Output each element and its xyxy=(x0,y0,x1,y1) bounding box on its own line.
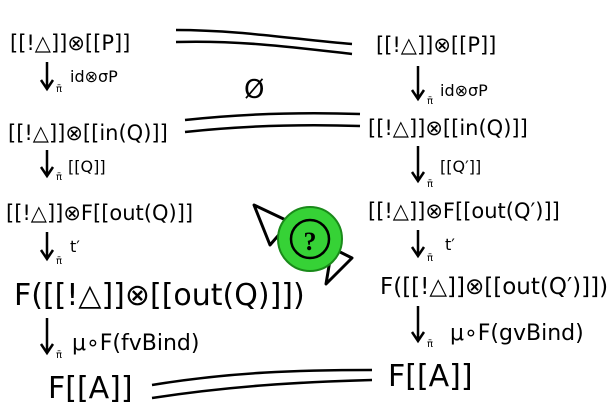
left-node-1: [[!△]]⊗[[P]] xyxy=(10,31,130,55)
right-arrow-1: π̄ id⊗σP xyxy=(412,66,488,107)
left-node-3: [[!△]]⊗F[[out(Q)]] xyxy=(6,201,193,225)
left-arrow-1-subscript: π̄ xyxy=(56,84,62,95)
left-arrow-3-subscript: π̄ xyxy=(56,256,62,267)
right-node-5: F[[A]] xyxy=(388,359,473,394)
left-arrow-3-label: t′ xyxy=(70,237,80,256)
right-arrow-2-subscript: π̄ xyxy=(427,179,433,190)
left-arrow-4-subscript: π̄ xyxy=(56,350,62,361)
right-arrow-2: π̄ [[Q′]] xyxy=(412,146,481,190)
right-arrow-1-label: id⊗σP xyxy=(440,81,488,100)
right-node-4: F([[!△]]⊗[[out(Q′)]]) xyxy=(380,274,608,300)
left-arrow-2: π̄ [[Q]] xyxy=(41,150,106,183)
right-arrow-4: π̄ μ∘F(gvBind) xyxy=(412,306,584,350)
left-node-2: [[!△]]⊗[[in(Q)]] xyxy=(8,121,168,145)
right-arrow-3-subscript: π̄ xyxy=(427,253,433,264)
right-arrow-3: π̄ t′ xyxy=(412,230,455,264)
candy-question-mark: ? xyxy=(304,227,317,256)
left-arrow-3: π̄ t′ xyxy=(41,232,80,267)
left-arrow-4-label: μ∘F(fvBind) xyxy=(72,331,199,356)
right-node-2: [[!△]]⊗[[in(Q)]] xyxy=(368,116,528,140)
left-arrow-1: π̄ id⊗σP xyxy=(41,62,118,95)
right-arrow-1-subscript: π̄ xyxy=(427,96,433,107)
equality-bottom xyxy=(152,370,372,398)
right-arrow-4-label: μ∘F(gvBind) xyxy=(450,321,584,346)
right-node-3: [[!△]]⊗F[[out(Q′)]] xyxy=(368,199,560,223)
question-candy: ? xyxy=(254,205,352,284)
right-arrow-4-subscript: π̄ xyxy=(427,339,433,350)
left-node-5: F[[A]] xyxy=(48,371,133,406)
left-node-4: F([[!△]]⊗[[out(Q)]]) xyxy=(14,278,305,313)
equality-middle xyxy=(185,113,360,132)
right-arrow-2-label: [[Q′]] xyxy=(440,157,481,176)
right-arrow-3-label: t′ xyxy=(445,235,455,254)
equality-top xyxy=(176,30,352,54)
middle-symbol: Ø xyxy=(244,75,264,105)
left-arrow-2-subscript: π̄ xyxy=(56,172,62,183)
right-node-1: [[!△]]⊗[[P]] xyxy=(376,33,496,57)
left-arrow-2-label: [[Q]] xyxy=(68,157,106,176)
left-arrow-4: π̄ μ∘F(fvBind) xyxy=(41,318,199,361)
left-arrow-1-label: id⊗σP xyxy=(70,67,118,86)
